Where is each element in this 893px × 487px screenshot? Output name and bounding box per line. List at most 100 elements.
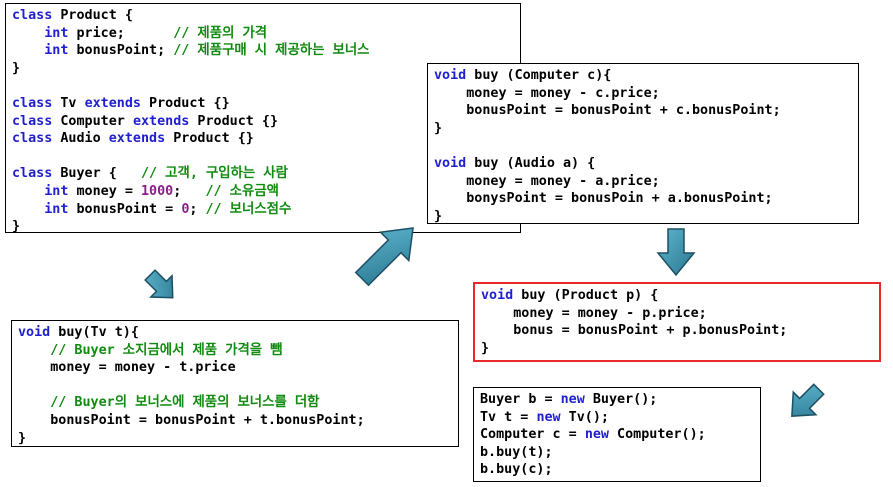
code-text: Buyer(); [584,392,658,407]
code-line: } [434,208,852,226]
code-comment: // Buyer 소지금에서 제품 가격을 뺌 [50,342,283,358]
arrow-down-icon [656,228,696,277]
code-keyword: int [44,201,69,217]
code-text: money = money - c.price; [434,85,660,101]
code-keyword: new [584,427,609,443]
code-line: int bonusPoint = 0; // 보너스점수 [12,201,514,219]
code-comment: // Buyer의 보너스에 제품의 보너스를 더함 [50,395,320,411]
code-text: Buyer { [52,166,141,182]
code-text: bonusPoint = bonusPoint + t.bonusPoint; [18,412,365,428]
code-text: buy (Computer c){ [466,68,612,83]
code-line: bonus = bonusPoint + p.bonusPoint; [481,322,873,340]
code-keyword: class [12,113,53,129]
code-text: Computer(); [609,427,706,443]
code-line: } [12,60,514,78]
arrow-up-right-icon [354,227,414,287]
code-line: // Buyer 소지금에서 제품 가격을 뺌 [18,342,452,360]
code-line: b.buy(t); [480,444,754,462]
code-comment: // 제품구매 시 제공하는 보너스 [173,43,370,59]
code-text: money = money - t.price [18,360,236,376]
code-text: Computer c = [480,427,585,443]
code-keyword: void [434,155,467,171]
code-number: 0 [181,201,190,217]
code-keyword: void [481,288,514,303]
code-text: bonusPoint = bonusPoint + c.bonusPoint; [434,103,781,119]
code-comment: // 보너스점수 [205,201,292,217]
code-line: bonusPoint = bonusPoint + c.bonusPoint; [434,102,852,120]
code-text: money = money - p.price; [481,305,707,321]
usage-example-code-box: Buyer b = new Buyer();Tv t = new Tv();Co… [473,387,761,482]
code-line: } [18,430,452,448]
code-keyword: void [434,68,467,83]
code-text: b.buy(c); [480,462,553,478]
code-text: } [434,120,443,136]
code-keyword: class [12,131,53,147]
code-text: buy (Product p) { [513,288,659,303]
code-text: bonusPoint; [68,43,174,59]
code-line: class Product { [12,7,514,25]
code-line: } [12,218,514,236]
code-keyword: class [12,8,53,23]
code-text: Buyer b = [480,392,561,407]
code-keyword: class [12,166,53,182]
code-line: bonysPoint = bonusPoin + a.bonusPoint; [434,190,852,208]
code-text: Computer [52,113,133,129]
code-comment: // 소유금액 [205,183,279,199]
code-line: b.buy(c); [480,461,754,479]
code-text: Product {} [189,113,279,129]
code-line: Tv t = new Tv(); [480,409,754,427]
code-text: } [481,340,490,356]
code-comment: // 고객, 구입하는 사람 [141,166,288,182]
code-text: Product {} [141,95,230,111]
code-comment: // 제품의 가격 [173,25,268,41]
code-text: bonusPoint = [68,201,182,217]
code-line: // Buyer의 보너스에 제품의 보너스를 더함 [18,394,452,412]
code-line: Computer c = new Computer(); [480,426,754,444]
code-keyword: int [44,25,69,41]
code-line: void buy(Tv t){ [18,324,452,342]
buy-tv-method-code-box: void buy(Tv t){ // Buyer 소지금에서 제품 가격을 뺌 … [11,320,459,447]
code-text: } [12,219,21,235]
code-text: ; [173,183,206,199]
code-line: money = money - t.price [18,359,452,377]
code-line: money = money - c.price; [434,85,852,103]
code-line: bonusPoint = bonusPoint + t.bonusPoint; [18,412,452,430]
code-text: Audio [52,131,109,147]
code-text: Tv(); [560,409,609,425]
code-line: void buy (Computer c){ [434,67,852,85]
code-text: } [434,208,443,224]
code-keyword: extends [132,113,190,129]
code-line: int bonusPoint; // 제품구매 시 제공하는 보너스 [12,42,514,60]
code-text: Tv [52,95,85,111]
code-keyword: int [44,183,69,199]
arrow-down-right-icon [144,269,174,299]
code-line: class Computer extends Product {} [12,113,514,131]
code-line: class Buyer { // 고객, 구입하는 사람 [12,165,514,183]
code-line: void buy (Audio a) { [434,155,852,173]
buy-product-method-code-box: void buy (Product p) { money = money - p… [473,282,881,362]
code-keyword: int [44,43,69,59]
code-keyword: new [536,409,561,425]
code-text: bonysPoint = bonusPoin + a.bonusPoint; [434,191,773,207]
code-line: int money = 1000; // 소유금액 [12,183,514,201]
code-line: class Tv extends Product {} [12,95,514,113]
code-line: money = money - p.price; [481,305,873,323]
code-text: } [12,60,21,76]
code-keyword: class [12,95,53,111]
code-line: int price; // 제품의 가격 [12,25,514,43]
code-text: } [18,430,27,446]
code-text: buy (Audio a) { [466,155,596,171]
code-line: void buy (Product p) { [481,287,873,305]
code-text: ; [189,201,206,217]
code-text: price; [68,25,174,41]
code-line: class Audio extends Product {} [12,130,514,148]
code-text: money = money - a.price; [434,173,660,189]
code-line: Buyer b = new Buyer(); [480,391,754,409]
code-line: } [434,120,852,138]
buy-computer-audio-code-box: void buy (Computer c){ money = money - c… [427,63,859,224]
code-line: money = money - a.price; [434,173,852,191]
code-text: Product {} [165,131,254,147]
code-text: money = [68,183,141,199]
code-text: Tv t = [480,409,537,425]
code-line: } [481,340,873,358]
